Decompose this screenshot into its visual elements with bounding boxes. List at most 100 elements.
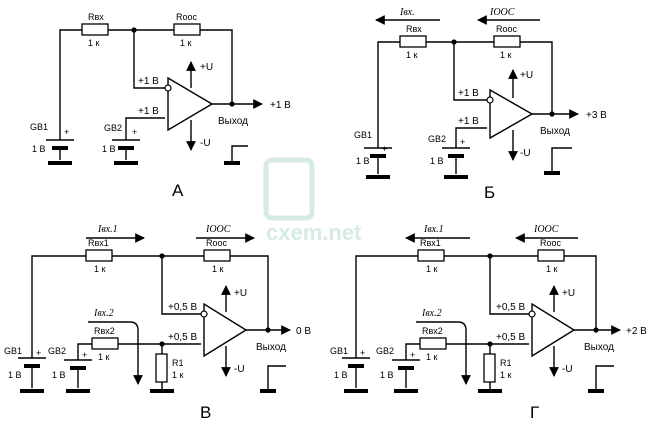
supply-plus: +U <box>234 288 247 299</box>
value-r1: 1 к <box>500 370 512 380</box>
label-roos: Rоос <box>176 12 198 22</box>
label-rvx2: Rвх2 <box>94 326 115 336</box>
value-r1: 1 к <box>172 370 184 380</box>
gb2-voltage: 1 В <box>102 144 116 154</box>
circuit-g: Iвх.1 IООС Iвх.2 Rвх1 1 к Rоос 1 к Rвх2 … <box>330 224 647 422</box>
current-in2: Iвх.2 <box>421 308 442 319</box>
circuit-b: Iвх. IООС Rвх 1 к Rоос 1 к +1 В +1 В +3 … <box>354 7 607 202</box>
gb1-voltage: 1 В <box>8 370 22 380</box>
label-rvx: Rвх <box>88 12 104 22</box>
circuit-letter: Г <box>530 403 539 422</box>
resistor-r1 <box>483 353 496 383</box>
resistor-rvx1 <box>417 249 445 262</box>
value-roos: 1 к <box>500 50 512 60</box>
label-roos: Rоос <box>496 24 518 34</box>
op-amp <box>167 76 214 132</box>
supply-minus: -U <box>200 138 211 149</box>
gb1-label: GB1 <box>4 346 22 356</box>
label-r1: R1 <box>172 358 184 368</box>
op-amp <box>203 302 248 358</box>
noninv-voltage: +1 В <box>138 106 159 117</box>
op-amp <box>531 302 576 358</box>
watermark: cxem.net <box>263 157 362 245</box>
value-roos: 1 к <box>212 264 224 274</box>
circuit-letter: А <box>172 181 184 200</box>
label-rvx1: Rвх1 <box>420 238 441 248</box>
supply-plus: +U <box>520 70 533 81</box>
resistor-r1 <box>155 353 168 383</box>
label-rvx2: Rвх2 <box>422 326 443 336</box>
supply-minus: -U <box>520 148 531 159</box>
gb1-label: GB1 <box>30 122 48 132</box>
gb2-label: GB2 <box>376 346 394 356</box>
output-label: Выход <box>256 342 286 353</box>
label-rvx1: Rвх1 <box>88 238 109 248</box>
value-rvx: 1 к <box>406 50 418 60</box>
gb2-label: GB2 <box>48 346 66 356</box>
current-in2: Iвх.2 <box>93 308 114 319</box>
gb2-plus: + <box>132 127 137 137</box>
inv-voltage: +1 В <box>458 88 479 99</box>
current-in1: Iвх.1 <box>423 224 444 235</box>
gb1-plus: + <box>360 348 365 358</box>
gb1-voltage: 1 В <box>334 370 348 380</box>
current-feedback: IООС <box>489 7 515 18</box>
gb1-voltage: 1 В <box>356 156 370 166</box>
output-label: Выход <box>218 116 248 127</box>
noninv-voltage: +0,5 В <box>168 332 198 343</box>
gb2-plus: + <box>460 137 465 147</box>
output-label: Выход <box>584 342 614 353</box>
label-r1: R1 <box>500 358 512 368</box>
output-voltage: 0 В <box>296 326 311 337</box>
inv-voltage: +0,5 В <box>168 302 198 313</box>
gb2-plus: + <box>82 350 87 360</box>
gb2-plus: + <box>410 350 415 360</box>
supply-plus: +U <box>562 288 575 299</box>
resistor-rvx2 <box>91 337 119 350</box>
gb2-voltage: 1 В <box>430 156 444 166</box>
label-roos: Rоос <box>540 238 562 248</box>
output-voltage: +1 В <box>270 100 291 111</box>
resistor-rvx <box>81 23 109 36</box>
resistor-roos <box>537 249 565 262</box>
supply-plus: +U <box>200 62 213 73</box>
value-roos: 1 к <box>180 38 192 48</box>
supply-minus: -U <box>234 364 245 375</box>
noninv-voltage: +0,5 В <box>496 332 526 343</box>
output-voltage: +2 В <box>626 326 647 337</box>
value-rvx2: 1 к <box>426 352 438 362</box>
resistor-roos <box>173 23 201 36</box>
gb2-label: GB2 <box>104 123 122 133</box>
gb2-voltage: 1 В <box>380 370 394 380</box>
value-rvx1: 1 к <box>94 264 106 274</box>
circuit-letter: В <box>200 403 211 422</box>
circuit-v: Iвх.1 IООС Iвх.2 Rвх1 1 к Rоос 1 к Rвх2 … <box>4 224 311 422</box>
resistor-rvx1 <box>85 249 113 262</box>
resistor-rvx <box>399 35 427 48</box>
watermark-text: cxem.net <box>266 220 362 245</box>
circuit-a: Rвх 1 к Rоос 1 к +1 В +1 В +1 В Выход +U… <box>30 12 291 200</box>
resistor-roos <box>493 35 521 48</box>
inv-voltage: +0,5 В <box>496 302 526 313</box>
value-rvx: 1 к <box>88 38 100 48</box>
gb1-label: GB1 <box>354 130 372 140</box>
op-amp <box>489 88 534 140</box>
output-voltage: +3 В <box>586 110 607 121</box>
resistor-roos <box>203 249 231 262</box>
gb2-label: GB2 <box>428 134 446 144</box>
circuit-letter: Б <box>484 183 495 202</box>
value-rvx1: 1 к <box>426 264 438 274</box>
gb2-voltage: 1 В <box>52 370 66 380</box>
current-in: Iвх. <box>399 7 415 18</box>
current-in1: Iвх.1 <box>97 224 118 235</box>
inv-voltage: +1 В <box>138 76 159 87</box>
gb1-plus: + <box>64 127 69 137</box>
value-rvx2: 1 к <box>98 352 110 362</box>
supply-minus: -U <box>562 364 573 375</box>
current-feedback: IООС <box>205 224 231 235</box>
gb1-voltage: 1 В <box>32 144 46 154</box>
current-feedback: IООС <box>533 224 559 235</box>
label-roos: Rоос <box>206 238 228 248</box>
output-label: Выход <box>540 126 570 137</box>
